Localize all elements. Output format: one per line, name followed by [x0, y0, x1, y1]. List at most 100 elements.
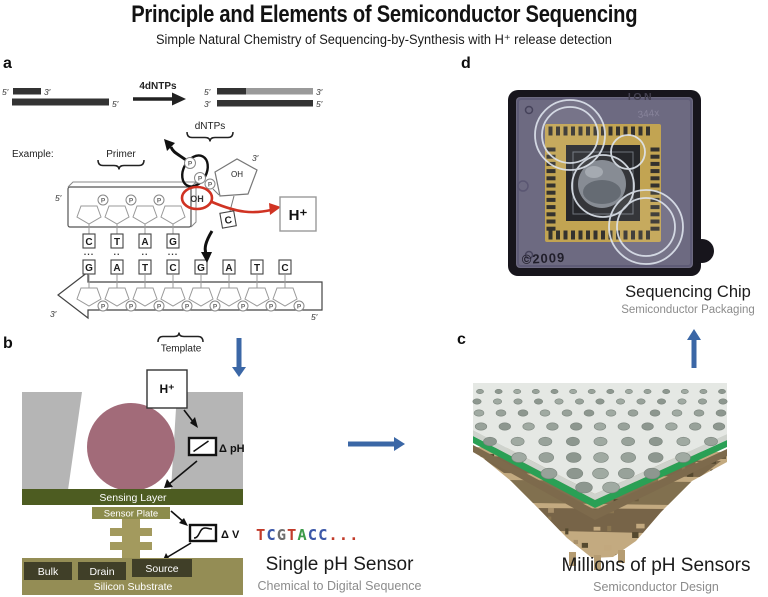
bond-pad — [646, 126, 650, 136]
well-hole — [511, 452, 527, 463]
package-mark — [524, 105, 534, 115]
bond-pad — [548, 230, 553, 240]
drain-contact — [78, 562, 126, 580]
svg-text:P: P — [157, 303, 162, 310]
panel-b-caption: Single pH Sensor — [265, 554, 414, 575]
template-brace — [157, 332, 204, 343]
well-hole — [554, 398, 564, 405]
panel-d-subcaption: Semiconductor Packaging — [621, 304, 755, 317]
dna-bead — [87, 403, 175, 491]
scaffold-foot — [569, 552, 576, 566]
pointer-arrow — [167, 460, 198, 486]
sequence-readout: TCGTACC... — [256, 526, 359, 544]
well-hole — [665, 422, 678, 431]
bond-pad — [571, 230, 575, 240]
chip-marking-code: 344x — [637, 108, 660, 121]
base-letter: ... — [328, 526, 360, 544]
figure-title: Principle and Elements of Semiconductor … — [130, 1, 638, 28]
bond-pad — [650, 183, 660, 188]
well-hole — [648, 436, 663, 447]
strand-end-label: 5′ — [316, 99, 323, 109]
h-plus-label: H⁺ — [160, 382, 175, 396]
well-hole — [625, 388, 633, 394]
bond-pad — [631, 230, 635, 240]
well-hole — [566, 436, 580, 447]
scaffold-texel — [511, 524, 516, 529]
scaffold-texel — [480, 482, 490, 486]
svg-text:···: ··· — [84, 250, 95, 260]
well-hole — [574, 398, 584, 405]
scaffold-texel — [490, 479, 497, 482]
well-hole — [641, 422, 654, 431]
scaffold-texel — [565, 528, 569, 535]
well-hole — [715, 409, 727, 417]
scaffold-texel — [502, 490, 511, 494]
bond-pad — [556, 126, 560, 136]
scaffold-texel — [493, 496, 499, 502]
scaffold-texel — [552, 543, 556, 548]
scaffold-texel — [508, 508, 513, 514]
svg-text:P: P — [185, 303, 190, 310]
flow-arrows — [232, 329, 701, 451]
svg-text:P: P — [213, 303, 218, 310]
panel-d-photo: ION 344x ©2009 — [508, 90, 714, 276]
bond-pad — [650, 147, 660, 152]
oh-label: OH — [231, 170, 243, 179]
svg-text:P: P — [101, 303, 106, 310]
strand-end-label: 5′ — [311, 312, 318, 322]
pointer-arrow-head — [190, 417, 198, 428]
chip-marking-year: ©2009 — [521, 250, 565, 267]
scaffold-texel — [485, 554, 489, 558]
well-hole — [671, 409, 683, 417]
well-hole — [620, 452, 636, 463]
bond-pad — [650, 205, 660, 210]
scaffold-texel — [510, 503, 519, 509]
gate-stack — [110, 519, 152, 559]
panel-a-diagram: 5′ 3′ 5′ 4dNTPs 5′ 3′ 3′ 5′ dNTPs Exampl… — [2, 81, 323, 355]
panel-label-c: c — [457, 331, 466, 348]
panel-b-caption-block: Single pH Sensor Chemical to Digital Seq… — [252, 554, 427, 593]
package-mark — [517, 180, 529, 192]
strand-end-label: 3′ — [316, 87, 323, 97]
well-hole — [677, 398, 687, 405]
well-hole — [615, 398, 625, 405]
proton-release-arrow-head — [269, 203, 281, 215]
well-hole — [718, 398, 728, 405]
well-hole — [593, 422, 607, 431]
svg-text:P: P — [241, 303, 246, 310]
strand-end-label: 5′ — [2, 87, 9, 97]
well-hole — [565, 452, 582, 463]
bond-pad — [546, 176, 556, 181]
primer-label: Primer — [106, 149, 136, 160]
bond-pad — [650, 219, 660, 224]
voltage-meter-curve — [193, 527, 213, 539]
hydrogen-bond-dots: ··· ·· ·· ··· — [84, 250, 178, 260]
ph-meter — [187, 436, 218, 457]
scaffold-texel — [525, 526, 529, 531]
template-strand-bar — [217, 100, 313, 107]
scaffold-texel — [481, 529, 488, 533]
bond-pad — [601, 230, 605, 240]
ph-meter-needle — [193, 440, 209, 453]
h-plus-box — [146, 369, 188, 409]
svg-text:G: G — [169, 237, 177, 248]
strand-end-label: 3′ — [252, 153, 259, 163]
bond-pad — [616, 126, 620, 136]
panel-c-caption-block: Millions of pH Sensors Semiconductor Des… — [558, 555, 754, 594]
svg-text:··: ·· — [114, 250, 121, 260]
scaffold-texel — [488, 481, 497, 484]
svg-text:P: P — [198, 175, 203, 182]
well-holes — [472, 388, 728, 494]
well-hole — [495, 409, 507, 417]
scaffold-texel — [487, 529, 496, 534]
bond-pad — [586, 230, 590, 240]
scaffold-texel — [530, 513, 534, 517]
bond-pad — [548, 126, 553, 136]
scaffold-texel — [657, 544, 661, 547]
svg-text:A: A — [113, 263, 120, 274]
sensing-layer — [22, 489, 243, 505]
drain-label: Drain — [89, 566, 114, 578]
incorporation-arrow-head — [201, 252, 212, 263]
proton-release-arrow — [211, 200, 272, 214]
well-hole — [593, 452, 609, 463]
